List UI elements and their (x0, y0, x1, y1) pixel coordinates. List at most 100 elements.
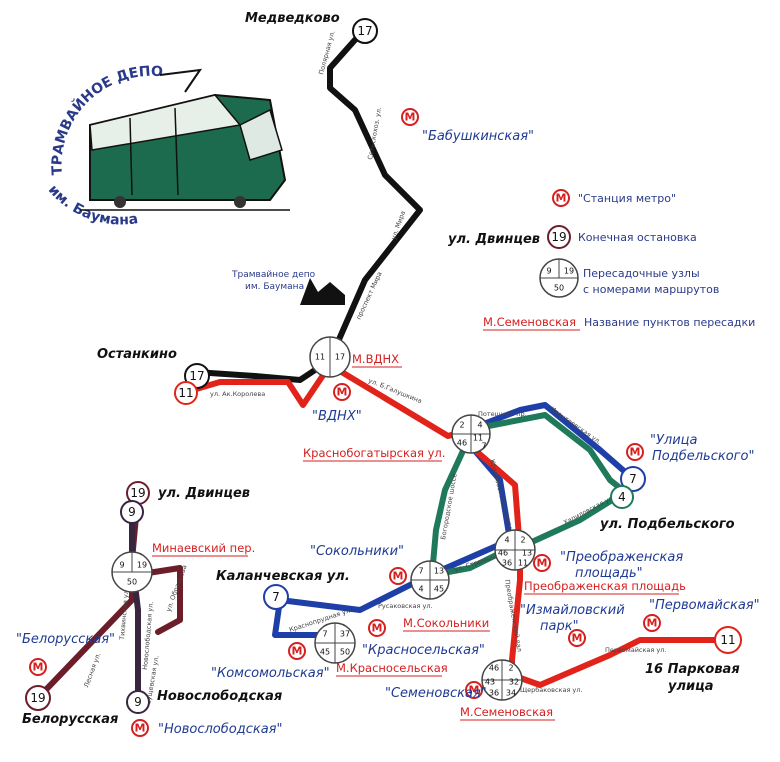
svg-text:М: М (405, 111, 416, 124)
metro-station-name: "Первомайская" (649, 598, 760, 613)
metro-station-name: парк" (540, 619, 579, 634)
svg-text:4: 4 (618, 490, 626, 504)
svg-text:М: М (537, 557, 548, 570)
transfer-node[interactable]: 7 37 45 50 (314, 622, 356, 664)
route-11-red (183, 362, 471, 439)
legend-node: 9 19 50 (539, 258, 579, 298)
transfer-node[interactable]: 4 2 46 13 36 11 (494, 529, 536, 571)
metro-icon: М (568, 629, 586, 647)
svg-text:50: 50 (127, 578, 137, 587)
svg-text:4: 4 (477, 421, 482, 430)
route-9-purple (129, 509, 141, 703)
metro-icon: М (333, 383, 351, 401)
terminal-name: ул. Двинцев (158, 486, 250, 501)
terminal-name: улица (668, 679, 714, 694)
svg-text:4: 4 (418, 585, 423, 594)
transfer-node[interactable]: 9 19 50 (111, 551, 153, 593)
svg-text:7: 7 (322, 630, 327, 639)
terminal-name: 16 Парковая (645, 662, 740, 677)
metro-icon: М (533, 554, 551, 572)
metro-icon: М (552, 189, 570, 207)
svg-text:46: 46 (489, 664, 499, 673)
legend-xfer-text: Название пунктов пересадки (584, 316, 755, 329)
svg-text:45: 45 (320, 648, 330, 657)
svg-text:9: 9 (128, 505, 136, 519)
terminal-circle[interactable]: 11 (714, 626, 742, 654)
depot-label-line1: Трамвайное депо (231, 270, 316, 280)
transfer-node[interactable]: 46 2 43 32 36 34 (481, 659, 523, 701)
metro-icon: М (465, 681, 483, 699)
metro-icon: М (626, 443, 644, 461)
transfer-node[interactable]: 11 17 (309, 336, 351, 378)
svg-text:36: 36 (489, 689, 499, 698)
svg-text:М: М (469, 684, 480, 697)
svg-text:М: М (33, 661, 44, 674)
svg-text:32: 32 (509, 678, 519, 687)
svg-text:11: 11 (178, 386, 193, 400)
svg-text:9: 9 (119, 561, 124, 570)
svg-text:19: 19 (137, 561, 147, 570)
street-label: Первомайская ул. (605, 646, 666, 654)
terminal-circle[interactable]: 9 (120, 500, 144, 524)
transfer-label: М.ВДНХ (352, 352, 399, 366)
street-label: Тихвинская ул. (118, 588, 131, 641)
terminal-names: Медведково ул. Двинцев Останкино ул. Дви… (22, 11, 740, 727)
svg-text:4: 4 (504, 536, 509, 545)
street-label: Щербаковская ул. (520, 686, 583, 694)
terminal-name: Каланчевская ул. (216, 569, 350, 584)
metro-station-name: "Измайловский (520, 603, 625, 618)
route-4-green-south (429, 437, 471, 578)
svg-text:19: 19 (30, 691, 45, 705)
svg-text:2: 2 (508, 664, 513, 673)
svg-text:19: 19 (130, 486, 145, 500)
metro-station-names: "Бабушкинская" "ВДНХ" "Улица Подбельског… (16, 129, 760, 737)
svg-text:11: 11 (720, 633, 735, 647)
transfer-labels: М.ВДНХ Краснобогатырская ул. Минаевский … (152, 352, 686, 721)
terminal-name: Медведково (245, 11, 340, 26)
metro-station-name: площадь" (575, 566, 643, 581)
terminal-circle[interactable]: 17 (184, 363, 210, 389)
svg-text:М: М (135, 722, 146, 735)
depot-building-icon: Трамвайное депо им. Баумана (231, 270, 345, 305)
transfer-node[interactable]: 2 46 4 11 7 (451, 414, 491, 454)
terminal-circle[interactable]: 4 (610, 485, 634, 509)
street-label: Полярная ул. (317, 30, 336, 76)
terminal-circle[interactable]: 7 (263, 584, 289, 610)
metro-icon: М (29, 658, 47, 676)
terminal-circle[interactable]: 9 (126, 690, 150, 714)
svg-text:М: М (647, 617, 658, 630)
svg-text:М: М (556, 192, 567, 205)
depot-logo: ТРАМВАЙНОЕ ДЕПО им. Баумана (45, 64, 290, 229)
terminal-circle[interactable]: 11 (174, 381, 198, 405)
svg-text:11: 11 (315, 353, 325, 362)
legend: "Станция метро" 19 Конечная остановка 9 … (483, 192, 755, 331)
legend-node-text: с номерами маршрутов (583, 283, 719, 296)
transfer-node[interactable]: 7 13 4 45 (410, 560, 450, 600)
svg-text:17: 17 (189, 369, 204, 383)
metro-icon: М (368, 619, 386, 637)
legend-xfer-sample: М.Семеновская (483, 315, 576, 329)
svg-text:19: 19 (564, 267, 574, 276)
svg-text:7: 7 (629, 472, 637, 486)
route-7-blue-south (272, 442, 513, 638)
tram-icon (80, 68, 290, 211)
depot-label-line2: им. Баумана (245, 282, 304, 292)
legend-terminal-circle: 19 (547, 225, 571, 249)
route-7-blue (465, 402, 635, 481)
svg-text:7: 7 (272, 590, 280, 604)
metro-icon: М (131, 719, 149, 737)
legend-node-text: Пересадочные узлы (583, 267, 700, 280)
svg-text:М: М (292, 645, 303, 658)
terminal-circle[interactable]: 17 (352, 18, 378, 44)
metro-station-name: "Белорусская" (16, 632, 115, 647)
route-4-green (465, 412, 628, 549)
svg-text:50: 50 (340, 648, 350, 657)
svg-text:36: 36 (502, 559, 512, 568)
metro-station-name: "Комсомольская" (211, 666, 330, 681)
terminal-circle[interactable]: 19 (25, 685, 51, 711)
terminal-circle[interactable]: 7 (620, 466, 646, 492)
metro-station-name: "Новослободская" (158, 722, 282, 737)
route-17-black (192, 29, 423, 383)
street-label: ул. Ак.Королева (210, 390, 265, 398)
legend-metro-text: "Станция метро" (578, 192, 676, 205)
